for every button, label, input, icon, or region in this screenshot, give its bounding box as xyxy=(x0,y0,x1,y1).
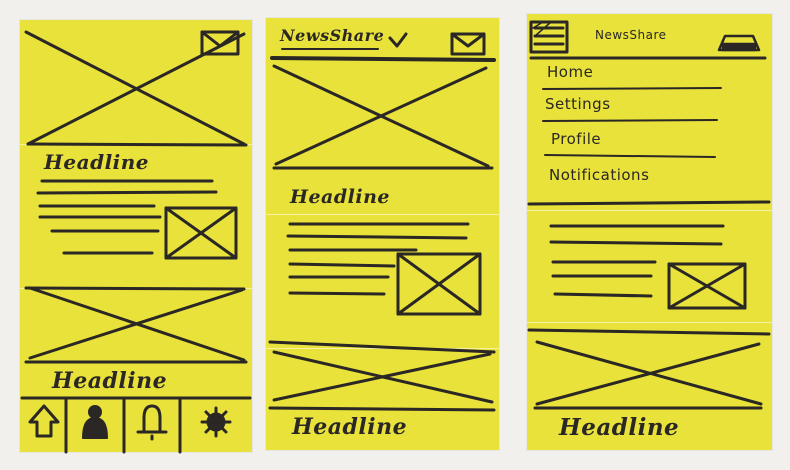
hamburger-menu-icon[interactable] xyxy=(529,20,569,54)
menu-bottom-divider xyxy=(527,200,771,206)
headline-top: Headline xyxy=(290,186,390,208)
menu-item-notifications[interactable]: Notifications xyxy=(549,166,650,184)
headline-bottom: Headline xyxy=(559,414,680,441)
menu-item-profile[interactable]: Profile xyxy=(551,130,602,148)
headline-bottom: Headline xyxy=(292,414,408,440)
bell-icon[interactable] xyxy=(136,404,168,441)
image-placeholder-bottom xyxy=(268,340,496,412)
article-text-lines xyxy=(286,222,470,296)
envelope-icon[interactable] xyxy=(450,32,486,56)
inbox-icon[interactable] xyxy=(717,34,761,52)
image-placeholder-top xyxy=(24,30,248,147)
sketch-2-phone: NewsShare Headline Headline xyxy=(266,18,499,450)
app-title: NewsShare xyxy=(280,26,385,45)
menu-separators xyxy=(542,87,722,158)
sketch-2-drawing xyxy=(268,32,496,412)
sketch-1-drawing xyxy=(20,30,252,454)
article-text-lines xyxy=(549,224,725,298)
menu-item-settings[interactable]: Settings xyxy=(545,95,611,113)
article-text-lines xyxy=(36,179,218,255)
gear-icon[interactable] xyxy=(200,406,232,438)
thumbnail-placeholder xyxy=(164,206,238,260)
image-placeholder-bottom xyxy=(24,286,248,364)
bottom-tab-bar xyxy=(20,396,252,454)
thumbnail-placeholder xyxy=(396,252,482,316)
thumbnail-placeholder xyxy=(667,262,747,310)
sketch-1-phone: Headline Headline xyxy=(20,20,252,454)
image-placeholder-top xyxy=(272,64,494,170)
sketch-3-phone: NewsShare Home Settings Profile Notifica… xyxy=(527,14,772,450)
home-icon[interactable] xyxy=(28,404,60,438)
profile-icon[interactable] xyxy=(82,405,108,439)
chevron-down-icon[interactable] xyxy=(388,32,408,48)
header-divider xyxy=(270,56,496,62)
envelope-icon[interactable] xyxy=(200,30,240,56)
image-placeholder-bottom xyxy=(527,328,771,410)
sketch-3-drawing xyxy=(527,20,771,410)
headline-bottom: Headline xyxy=(52,368,168,394)
headline-top: Headline xyxy=(44,150,150,174)
app-title: NewsShare xyxy=(595,28,667,42)
menu-item-home[interactable]: Home xyxy=(547,63,594,81)
